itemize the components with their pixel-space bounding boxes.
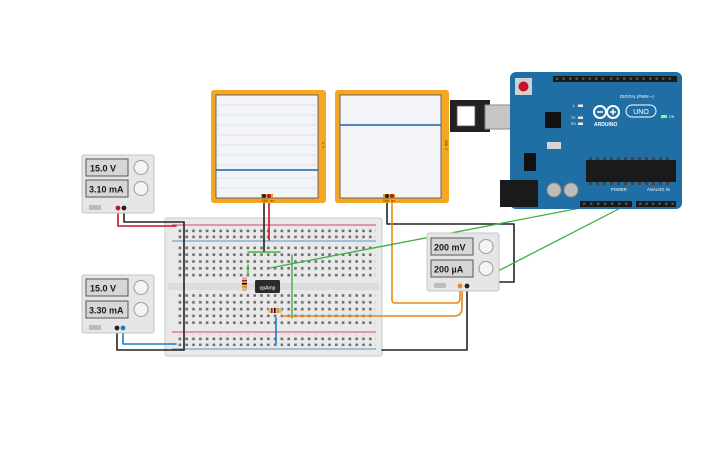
opamp-label: opAmp — [260, 286, 276, 292]
supply-top-voltage: 15.0 V — [90, 164, 116, 174]
power-jack[interactable] — [500, 180, 538, 207]
led-tx-label: TX — [571, 116, 576, 120]
atmega-chip[interactable] — [586, 160, 676, 182]
power-supply-top[interactable]: 15.0 V 3.10 mA — [81, 154, 155, 214]
arduino-brand: ARDUINO — [594, 122, 617, 128]
oscilloscope-left[interactable]: 5 V 500 ms — [211, 90, 326, 203]
voltage-knob-bottom[interactable] — [133, 280, 149, 295]
power-supply-bottom[interactable]: 15.0 V 3.30 mA — [81, 274, 155, 334]
led-l-label: L — [573, 104, 575, 108]
wire-orange-scope-right[interactable] — [391, 196, 461, 304]
arduino-model: UNO — [633, 109, 649, 116]
terminal-black-top[interactable] — [121, 205, 127, 211]
power-label: POWER — [611, 187, 627, 192]
current-knob-bottom[interactable] — [133, 302, 149, 317]
terminal-red-top[interactable] — [115, 205, 121, 211]
scope-left-probe-red[interactable] — [267, 194, 271, 198]
multimeter-knob-bottom[interactable] — [478, 261, 494, 276]
analog-header[interactable] — [636, 201, 676, 207]
arduino-uno[interactable]: DIGITAL (PWM ~) ARDUINO UNO L TX RX ON — [450, 72, 682, 209]
current-knob-top[interactable] — [133, 181, 149, 196]
digital-header[interactable] — [553, 76, 677, 82]
scope-right-probe-orange[interactable] — [390, 194, 394, 198]
voltage-knob-top[interactable] — [133, 160, 149, 175]
scope-left-probe-black[interactable] — [262, 194, 266, 198]
analog-label: ANALOG IN — [647, 187, 670, 192]
supply-bottom-voltage: 15.0 V — [90, 284, 116, 294]
wire-green-output[interactable] — [247, 254, 293, 319]
multimeter-terminal-orange[interactable] — [457, 283, 463, 289]
reset-button[interactable] — [518, 81, 529, 92]
scope-right-scale: 100 V — [444, 140, 448, 151]
arduino-logo-icon — [593, 105, 620, 119]
wire-blue-bottom-supply[interactable] — [122, 331, 177, 345]
resistor-horizontal[interactable] — [268, 308, 282, 313]
wire-black-top-supply[interactable] — [123, 209, 185, 223]
wire-black-bottom-supply[interactable] — [116, 331, 185, 351]
supply-bottom-current: 3.30 mA — [89, 306, 124, 316]
opamp-chip[interactable]: opAmp — [255, 280, 280, 293]
scope-left-scale: 5 V — [321, 142, 325, 149]
scope-right-probe-black[interactable] — [385, 194, 389, 198]
digital-label: DIGITAL (PWM ~) — [620, 94, 654, 99]
scope-left-time: 500 ms — [262, 199, 275, 203]
resistor-vertical[interactable] — [242, 277, 247, 291]
supply-top-current: 3.10 mA — [89, 185, 124, 195]
multimeter-terminal-black[interactable] — [464, 283, 470, 289]
wire-red-top-supply[interactable] — [117, 209, 177, 227]
wire-orange-resistor[interactable] — [281, 287, 463, 317]
multimeter[interactable]: 200 mV 200 µA — [426, 232, 500, 292]
oscilloscope-right[interactable]: 100 V 500 ms — [335, 90, 449, 203]
led-rx-label: RX — [571, 122, 577, 126]
wire-black-meter-ground[interactable] — [381, 287, 468, 351]
scope-right-time: 500 ms — [383, 199, 396, 203]
terminal-black-bottom[interactable] — [114, 325, 120, 331]
multimeter-current: 200 µA — [434, 265, 464, 275]
led-on-label: ON — [669, 115, 675, 119]
terminal-blue-bottom[interactable] — [120, 325, 126, 331]
multimeter-knob-top[interactable] — [478, 239, 494, 254]
multimeter-voltage: 200 mV — [434, 243, 466, 253]
